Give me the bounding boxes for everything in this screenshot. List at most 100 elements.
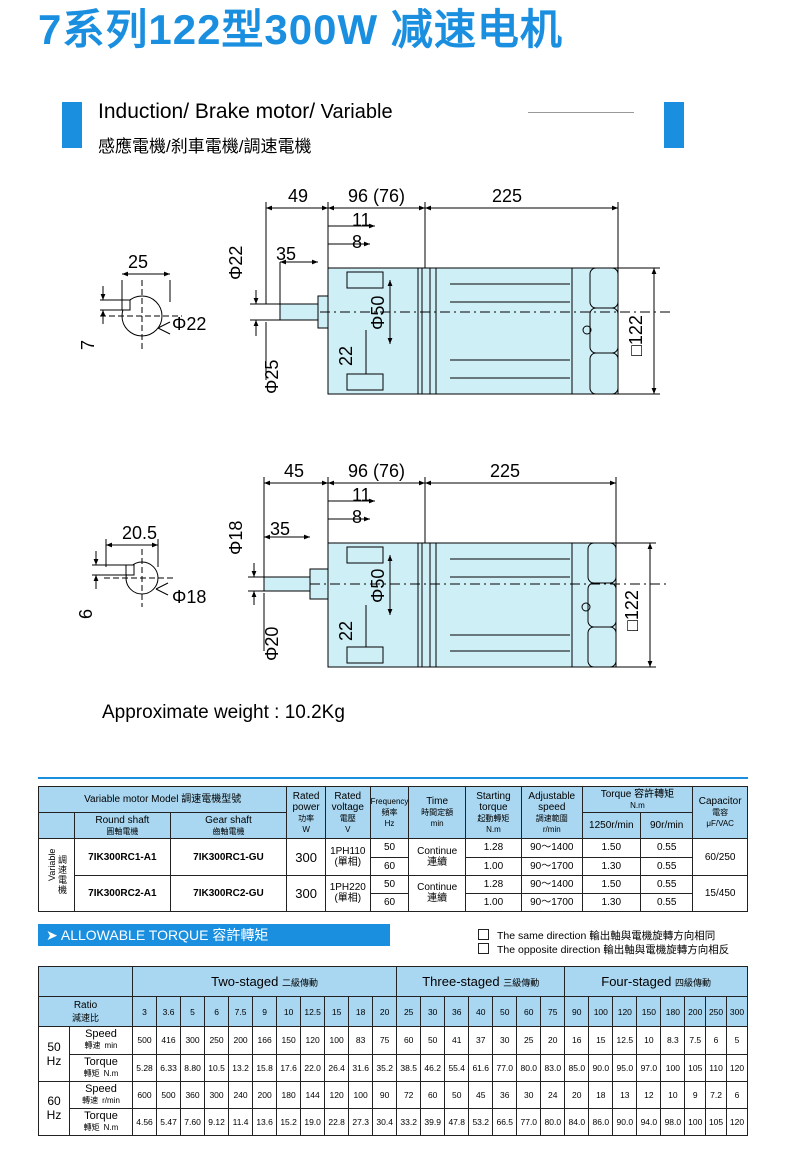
dim-35: 35 [276, 244, 296, 264]
torque-ratio-cell: 7.5 [228, 996, 254, 1028]
torque-torque-cell: 83.0 [540, 1053, 566, 1082]
dim-8: 8 [352, 507, 362, 527]
torque-torque-cell: 6.33 [156, 1053, 182, 1082]
torque-torque-cell: 105 [705, 1107, 727, 1137]
torque-speed-cell: 6 [725, 1080, 749, 1109]
torque-ratio-cell: 120 [612, 996, 638, 1028]
spec-power: 300 [286, 838, 326, 876]
spec-t1: 1.30 [581, 892, 642, 913]
spec-row: 60 1.00 90～1700 1.30 0.55 [39, 856, 748, 876]
torque-speed-cell: 50 [420, 1026, 446, 1055]
torque-torque-cell: 120 [725, 1107, 749, 1137]
torque-ratio-cell: 3.6 [156, 996, 182, 1028]
torque-speed-cell: 25 [516, 1026, 542, 1055]
spec-cap: 60/250 [692, 838, 748, 876]
torque-ratio-cell: 20 [372, 996, 398, 1028]
header-chinese: 感應電機/刹車電機/調速電機 [98, 137, 312, 156]
dim-phi50: Φ50 [368, 296, 388, 330]
torque-torque-cell: 105 [684, 1053, 707, 1082]
torque-speed-cell: 9 [684, 1080, 707, 1109]
torque-torque-cell: 22.0 [300, 1053, 326, 1082]
torque-speed-cell: 20 [564, 1080, 590, 1109]
torque-ratio-cell: 250 [705, 996, 727, 1028]
dim-phi18-vertical: Φ18 [226, 521, 246, 555]
torque-torque-cell: 35.2 [372, 1053, 398, 1082]
torque-speed-cell: 500 [131, 1026, 158, 1055]
spec-round-model: 7IK300RC1-A1 [74, 838, 171, 876]
spec-gear-model: 7IK300RC1-GU [169, 838, 288, 876]
torque-torque-cell: 33.2 [396, 1107, 422, 1137]
torque-ratio-cell: 50 [492, 996, 518, 1028]
dim-49: 49 [288, 186, 308, 206]
spec-hz: 50 [369, 874, 410, 894]
torque-speed-cell: 36 [492, 1080, 518, 1109]
torque-torque-cell: 97.0 [636, 1053, 662, 1082]
dim-225: 225 [490, 461, 520, 481]
torque-torque-cell: 47.8 [444, 1107, 470, 1137]
torque-speed-cell: 600 [131, 1080, 158, 1109]
spec-voltage: 1PH220(單相) [324, 874, 371, 913]
torque-torque-cell: 86.0 [588, 1107, 614, 1137]
spec-t2: 0.55 [640, 874, 694, 894]
dim-22: 22 [336, 621, 356, 641]
torque-ratio-cell: 10 [276, 996, 302, 1028]
torque-three-staged: Three-staged 三級傳動 [396, 965, 566, 998]
torque-speed-cell: 166 [252, 1026, 278, 1055]
torque-torque-cell: 77.0 [492, 1053, 518, 1082]
torque-ratio-cell: 90 [564, 996, 590, 1028]
spec-speed: 90～1400 [521, 838, 583, 858]
spec-speed: 90～1700 [521, 892, 583, 913]
torque-speed-cell: 7.2 [705, 1080, 727, 1109]
torque-speed-cell: 150 [276, 1026, 302, 1055]
spec-start: 1.00 [464, 856, 523, 876]
spec-header-model: Variable motor Model 調速電機型號 [37, 785, 288, 814]
torque-speed-cell: 300 [180, 1026, 206, 1055]
spec-row: 7IK300RC2-A1 7IK300RC2-GU 300 1PH220(單相)… [39, 874, 748, 913]
spec-header-torque-90: 90r/min [640, 812, 694, 840]
torque-speed-cell: 200 [228, 1026, 254, 1055]
spec-hz: 60 [369, 892, 410, 913]
torque-speed-cell: 90 [372, 1080, 398, 1109]
torque-ratio-cell: 300 [725, 996, 749, 1028]
torque-corner [38, 965, 133, 998]
torque-speed-cell: 72 [396, 1080, 422, 1109]
torque-ratio-cell: 15 [324, 996, 350, 1028]
spec-t2: 0.55 [640, 838, 694, 858]
torque-speed-cell: 10 [660, 1080, 686, 1109]
torque-speed-cell: 200 [252, 1080, 278, 1109]
spec-header-blank [37, 812, 76, 840]
torque-ratio-cell: 180 [660, 996, 686, 1028]
torque-torque-cell: 27.3 [348, 1107, 374, 1137]
torque-torque-cell: 17.6 [276, 1053, 302, 1082]
spec-t1: 1.50 [581, 838, 642, 858]
spec-t2: 0.55 [640, 856, 694, 876]
allowable-torque-table: Two-staged 二級傳動 Three-staged 三級傳動 Four-s… [38, 965, 749, 1137]
torque-ratio-cell: 6 [204, 996, 230, 1028]
torque-torque-cell: 90.0 [612, 1107, 638, 1137]
torque-ratio-cell: 18 [348, 996, 374, 1028]
spec-gear-model: 7IK300RC2-GU [169, 874, 288, 913]
torque-speed-cell: 12.5 [612, 1026, 638, 1055]
spec-row: Variable調速電機 7IK300RC1-A1 7IK300RC1-GU 3… [37, 838, 748, 912]
torque-torque-cell: 11.4 [228, 1107, 254, 1137]
torque-torque-cell: 100 [660, 1053, 686, 1082]
dim-11: 11 [352, 485, 371, 505]
torque-torque-cell: 8.80 [180, 1053, 206, 1082]
dim-96: 96 (76) [348, 461, 405, 481]
spec-hz: 50 [369, 838, 410, 858]
torque-speed-cell: 250 [204, 1026, 230, 1055]
torque-torque-cell: 19.0 [300, 1107, 326, 1137]
torque-speed-cell: 7.5 [684, 1026, 707, 1055]
spec-row: 60 1.00 90～1700 1.30 0.55 [39, 892, 748, 913]
